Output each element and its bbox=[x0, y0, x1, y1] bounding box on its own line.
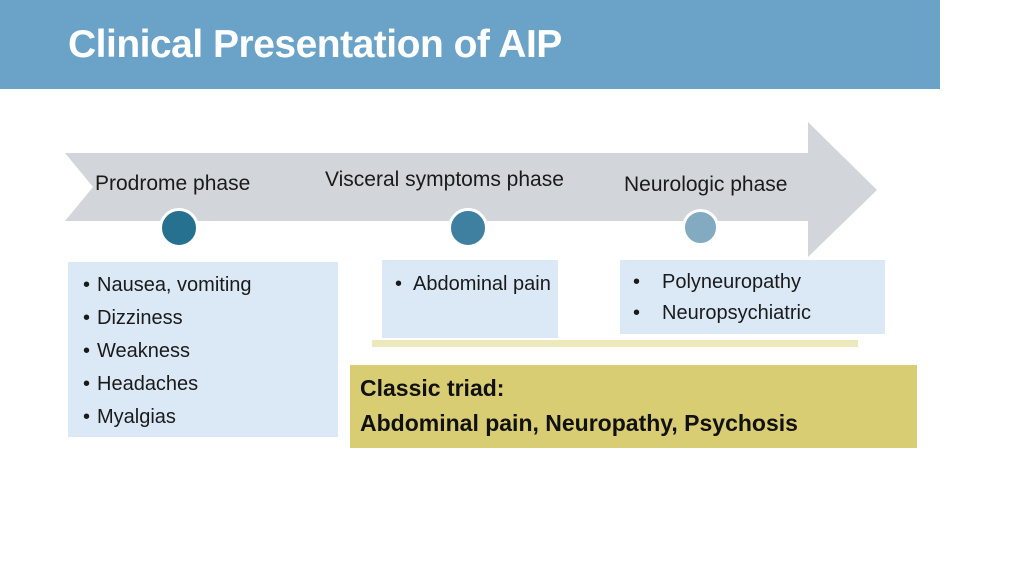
symptom-box-neurologic: Polyneuropathy Neuropsychiatric bbox=[620, 260, 885, 334]
title-bar: Clinical Presentation of AIP bbox=[0, 0, 940, 89]
arrow-shape bbox=[65, 122, 877, 257]
symptom-box-prodrome: Nausea, vomiting Dizziness Weakness Head… bbox=[68, 262, 338, 437]
callout-heading: Classic triad: bbox=[360, 375, 505, 401]
list-item: Myalgias bbox=[68, 401, 338, 434]
phase-label-neurologic: Neurologic phase bbox=[624, 173, 788, 196]
phase-label-visceral: Visceral symptoms phase bbox=[325, 168, 564, 191]
list-item: Nausea, vomiting bbox=[68, 269, 338, 302]
callout-back-strip bbox=[372, 340, 858, 347]
phase-label-prodrome: Prodrome phase bbox=[95, 172, 251, 195]
timeline-dot-visceral bbox=[448, 208, 488, 248]
list-item: Dizziness bbox=[68, 302, 338, 335]
timeline-dot-neurologic bbox=[682, 209, 719, 246]
classic-triad-callout: Classic triad: Abdominal pain, Neuropath… bbox=[350, 365, 917, 448]
list-item: Weakness bbox=[68, 335, 338, 368]
list-item: Headaches bbox=[68, 368, 338, 401]
symptom-box-visceral: Abdominal pain bbox=[382, 260, 558, 338]
list-item: Neuropsychiatric bbox=[620, 298, 885, 329]
visceral-symptom-list: Abdominal pain bbox=[382, 268, 558, 300]
neurologic-symptom-list: Polyneuropathy Neuropsychiatric bbox=[620, 267, 885, 329]
list-item: Abdominal pain bbox=[382, 268, 558, 300]
list-item: Polyneuropathy bbox=[620, 267, 885, 298]
prodrome-symptom-list: Nausea, vomiting Dizziness Weakness Head… bbox=[68, 269, 338, 434]
timeline-arrow bbox=[65, 122, 877, 257]
callout-text: Abdominal pain, Neuropathy, Psychosis bbox=[360, 410, 798, 436]
slide-title: Clinical Presentation of AIP bbox=[68, 22, 562, 66]
timeline-dot-prodrome bbox=[159, 208, 199, 248]
